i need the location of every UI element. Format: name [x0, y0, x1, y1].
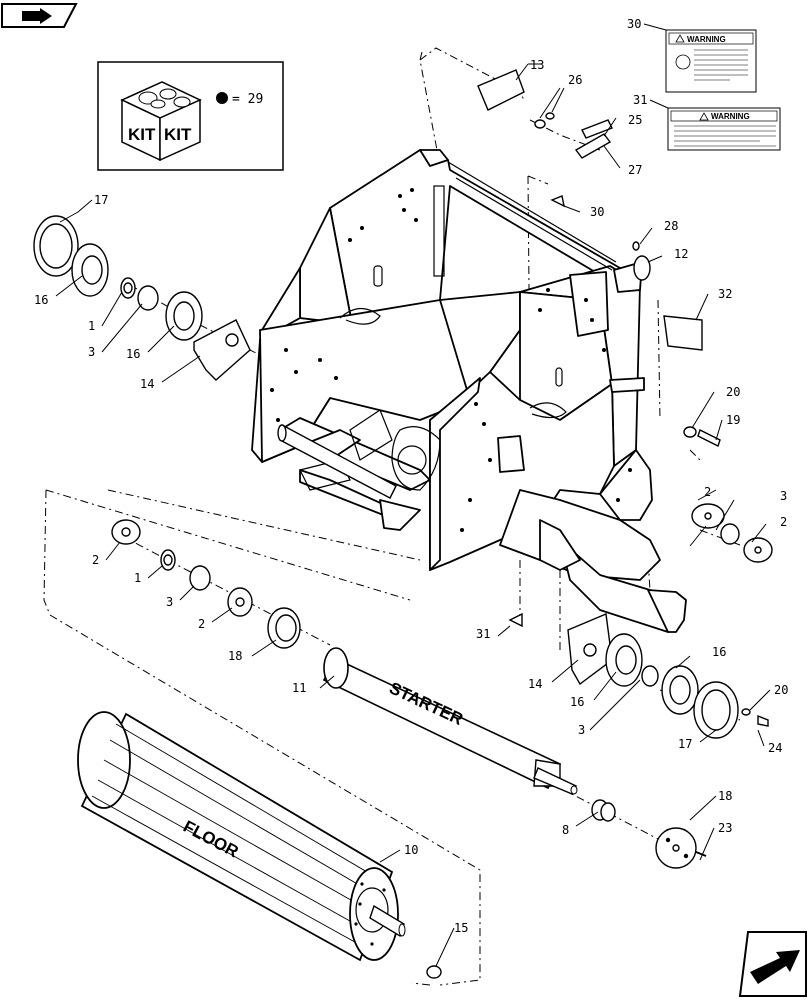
- callout-30-location: 30: [590, 205, 604, 219]
- leader-lines: [55, 63, 771, 967]
- kit-bullet-icon: [216, 92, 228, 104]
- decal-31: WARNING: [667, 107, 781, 151]
- callout-2-right-a: 2: [704, 485, 711, 499]
- callout-20-upper: 20: [726, 385, 740, 399]
- kit-word-right: KIT: [164, 125, 192, 144]
- callout-16-upper-a: 16: [34, 293, 48, 307]
- callout-1-lower: 1: [134, 571, 141, 585]
- callout-16-lower-a: 16: [570, 695, 584, 709]
- next-nav-icon[interactable]: [738, 931, 807, 997]
- main-frame: [251, 149, 687, 633]
- callout-3-upper: 3: [88, 345, 95, 359]
- callout-26: 26: [568, 73, 582, 87]
- decal-30-title: WARNING: [687, 35, 726, 44]
- callout-20-lower: 20: [774, 683, 788, 697]
- callout-8: 8: [562, 823, 569, 837]
- callout-19: 19: [726, 413, 740, 427]
- idler-8: [591, 799, 616, 822]
- upper-left-bearing-group: [33, 215, 251, 381]
- decal-31-title: WARNING: [711, 112, 750, 121]
- lower-left-bearing-group: [111, 519, 301, 649]
- floor-roller: FLOOR: [77, 711, 442, 979]
- callout-18-lower: 18: [228, 649, 242, 663]
- back-nav-icon[interactable]: [1, 3, 78, 28]
- top-hardware: [477, 69, 721, 628]
- starter-roller: STARTER: [322, 647, 578, 795]
- callout-3-lower-right: 3: [578, 723, 585, 737]
- callout-1-upper: 1: [88, 319, 95, 333]
- callout-3-right: 3: [780, 489, 787, 503]
- callout-10: 10: [404, 843, 418, 857]
- callout-23: 23: [718, 821, 732, 835]
- decal-30: WARNING: [665, 29, 757, 93]
- callout-16-lower-b: 16: [712, 645, 726, 659]
- callout-18-right: 18: [718, 789, 732, 803]
- kit-equals-text: = 29: [232, 92, 263, 107]
- callout-17-lower: 17: [678, 737, 692, 751]
- callout-31-decal: 31: [633, 93, 647, 107]
- callout-2-right-b: 2: [780, 515, 787, 529]
- callout-2-lower-a: 2: [92, 553, 99, 567]
- callout-14-upper: 14: [140, 377, 154, 391]
- kit-box: KIT KIT = 29: [97, 61, 284, 171]
- callout-25: 25: [628, 113, 642, 127]
- callout-28: 28: [664, 219, 678, 233]
- callout-30-decal: 30: [627, 17, 641, 31]
- callouts: 30 31 13 26 25 27 30 28 12 32 20 19 17 1…: [34, 17, 788, 935]
- callout-27: 27: [628, 163, 642, 177]
- callout-32: 32: [718, 287, 732, 301]
- callout-12: 12: [674, 247, 688, 261]
- callout-17-upper: 17: [94, 193, 108, 207]
- callout-31-location: 31: [476, 627, 490, 641]
- callout-24: 24: [768, 741, 782, 755]
- callout-13: 13: [530, 58, 544, 72]
- kit-word-left: KIT: [128, 125, 156, 144]
- left-shaft: [277, 424, 397, 499]
- plate-18-lower: [655, 827, 707, 869]
- callout-16-upper-b: 16: [126, 347, 140, 361]
- callout-11: 11: [292, 681, 306, 695]
- callout-15: 15: [454, 921, 468, 935]
- frame-holes: [270, 188, 632, 532]
- callout-2-lower-b: 2: [198, 617, 205, 631]
- frame-details: [299, 161, 617, 491]
- callout-3-lower: 3: [166, 595, 173, 609]
- callout-14-lower: 14: [528, 677, 542, 691]
